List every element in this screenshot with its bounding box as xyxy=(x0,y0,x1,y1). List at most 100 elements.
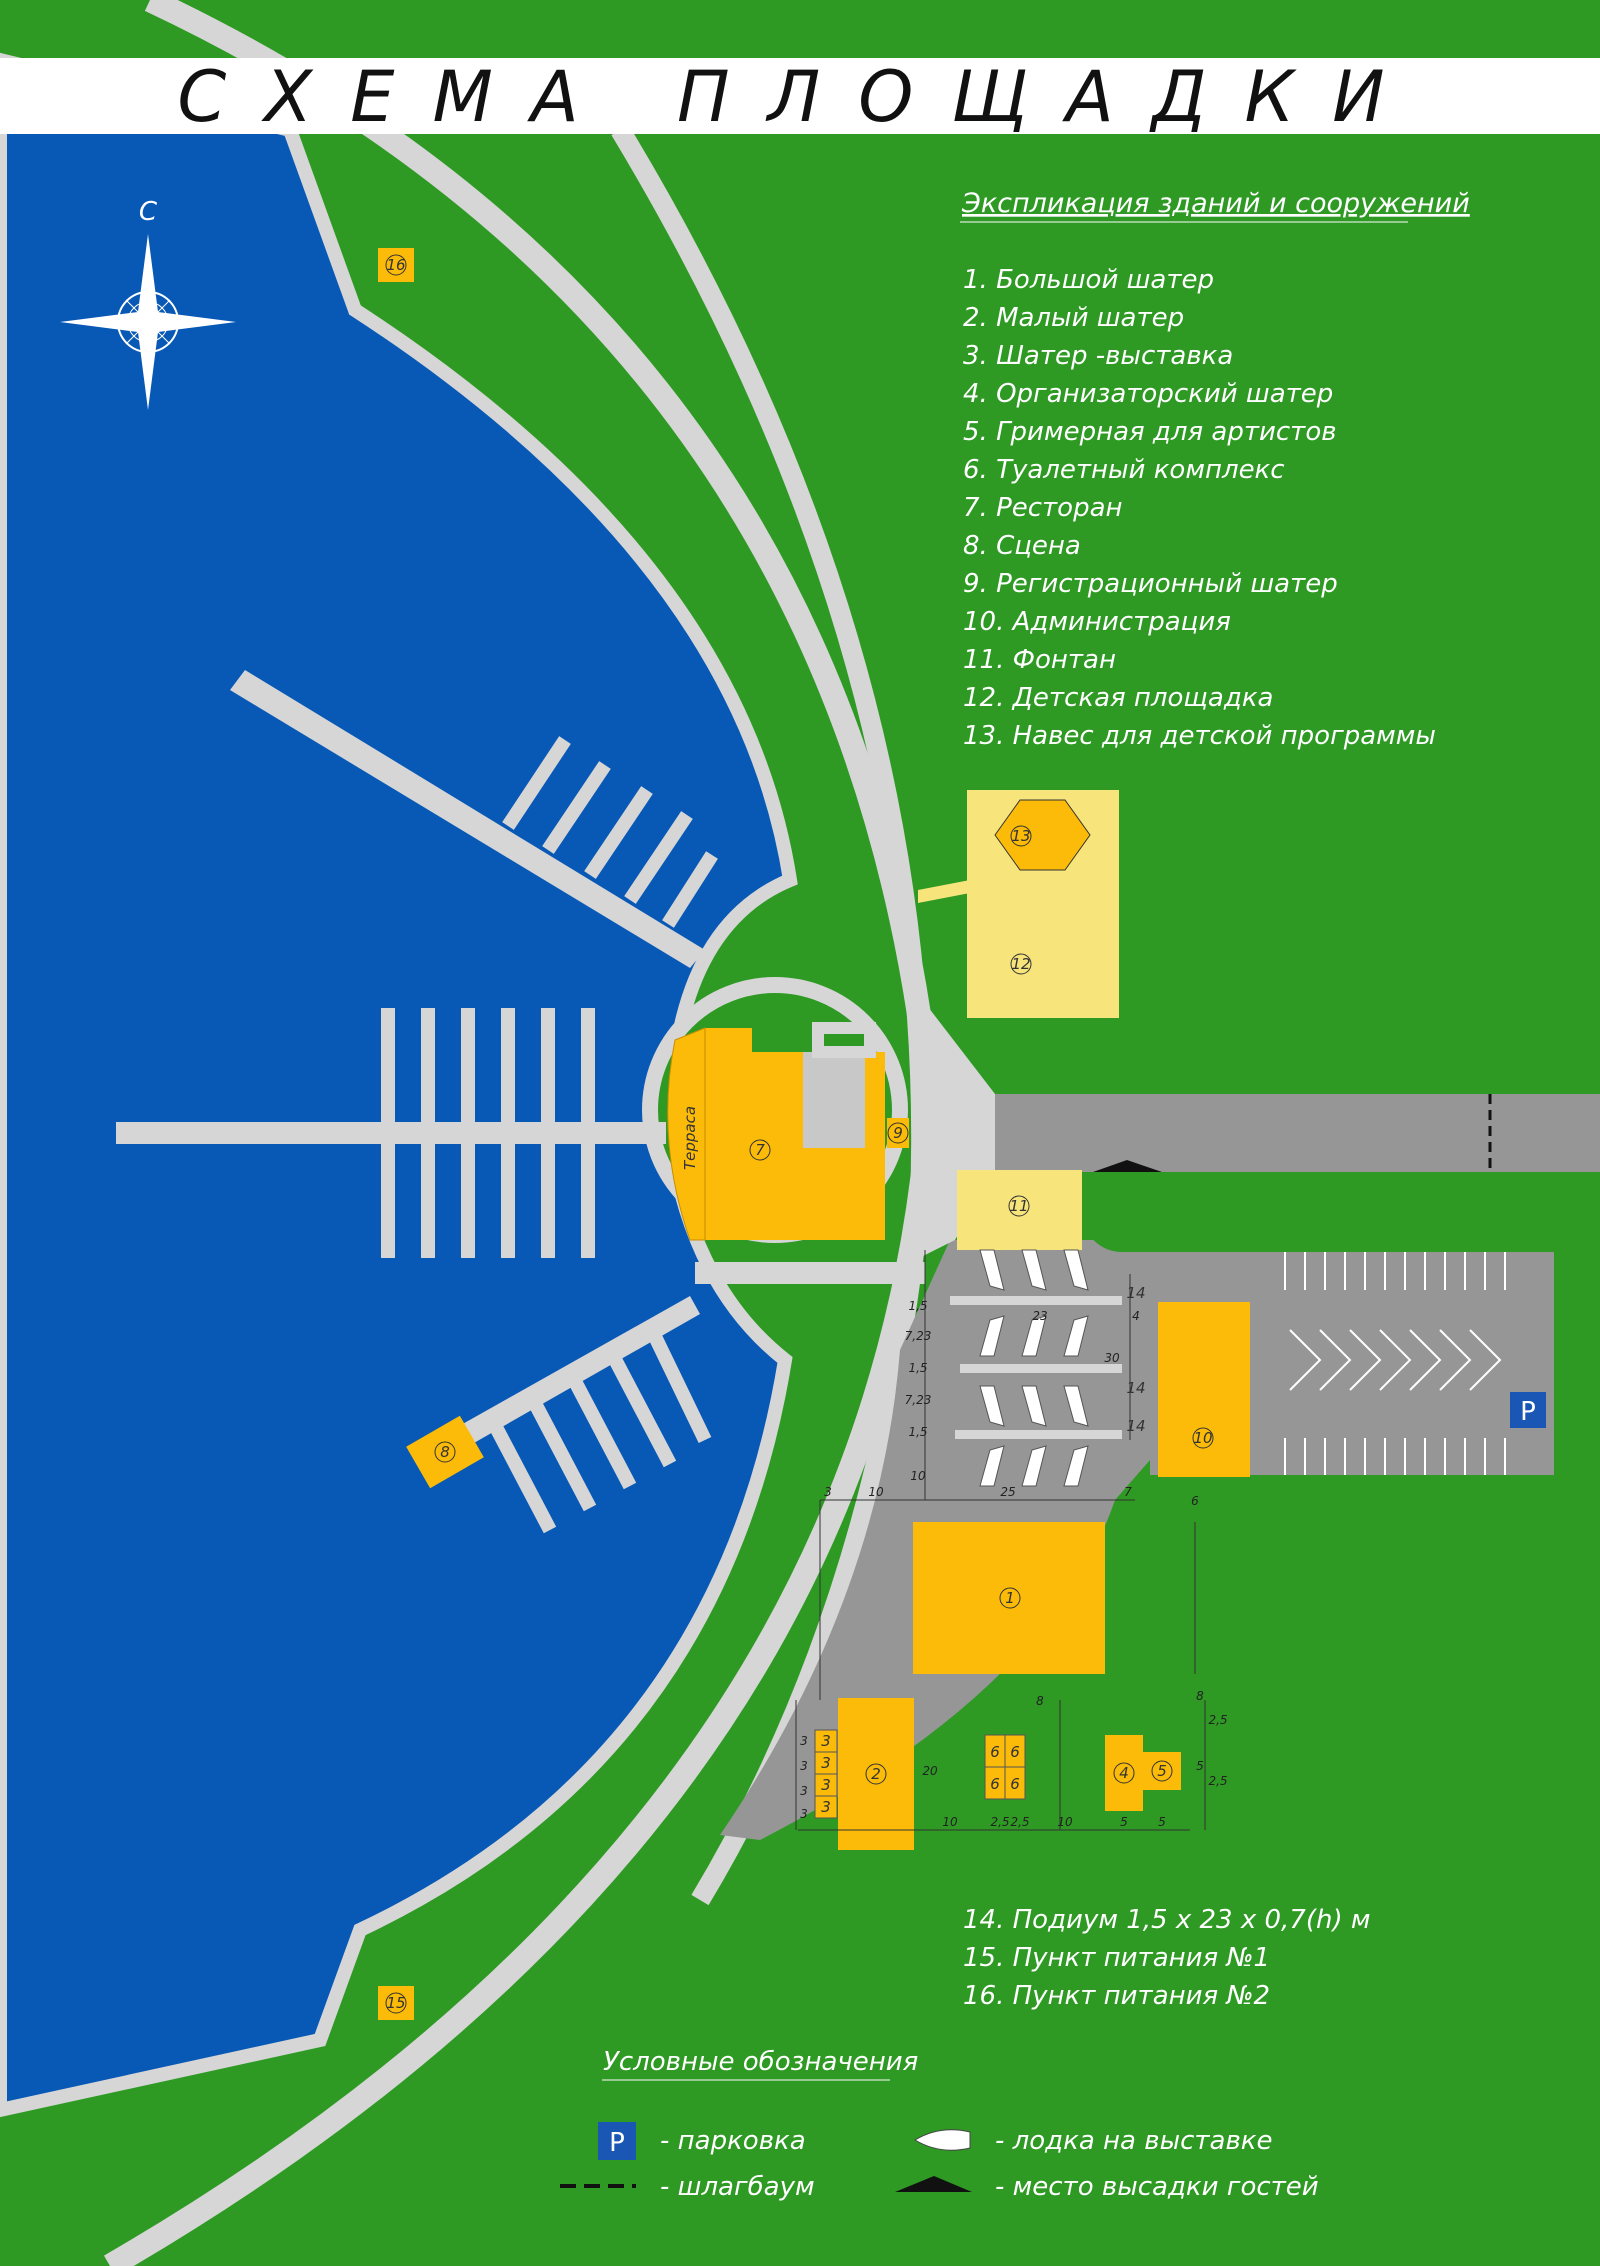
toilet-complex xyxy=(984,1734,1026,1800)
registration-tent xyxy=(887,1118,909,1148)
marker-number: 14 xyxy=(1126,1417,1145,1435)
dimension-label: 1,5 xyxy=(908,1425,927,1439)
dimension-label: 2,5 xyxy=(990,1815,1009,1829)
dimension-label: 10 xyxy=(868,1485,884,1499)
boat-icon xyxy=(1021,1385,1047,1427)
access-road-asphalt xyxy=(990,1094,1600,1172)
compass-north-label: С xyxy=(139,197,158,227)
main-arc-road xyxy=(611,124,932,1906)
explication-item: 6. Туалетный комплекс xyxy=(963,455,1285,485)
explication-item: 7. Ресторан xyxy=(963,493,1123,523)
marker-circle xyxy=(887,1122,909,1144)
dimension-label: 8 xyxy=(1196,1689,1204,1703)
stage xyxy=(406,1415,484,1489)
marker-number: 12 xyxy=(1011,955,1030,973)
explication-extra-item: 16. Пункт питания №2 xyxy=(963,1981,1270,2011)
parking-chevrons xyxy=(1289,1329,1502,1391)
dimension-label: 8 xyxy=(1036,1694,1044,1708)
exhibition-tents xyxy=(814,1729,838,1819)
explication-item: 1. Большой шатер xyxy=(963,265,1214,295)
title-bar xyxy=(0,58,1600,134)
dimension-label: 25 xyxy=(1000,1485,1015,1499)
marker-circle xyxy=(1192,1427,1214,1449)
explication-item: 12. Детская площадка xyxy=(963,683,1273,713)
marker-circle xyxy=(385,1992,407,2014)
kids-path xyxy=(918,880,970,903)
dimension-label: 3 xyxy=(800,1784,808,1798)
fountain-area xyxy=(957,1170,1082,1250)
dimension-label: 2,5 xyxy=(1208,1713,1227,1727)
marker-number: 7 xyxy=(755,1141,765,1159)
marker-number: 3 xyxy=(821,1798,831,1816)
dimension-label: 5 xyxy=(1120,1815,1128,1829)
explication-extra-item: 14. Подиум 1,5 x 23 x 0,7(h) м xyxy=(963,1905,1370,1935)
dimension-label: 5 xyxy=(1158,1815,1166,1829)
dimension-label: 4 xyxy=(1132,1309,1140,1323)
boat-icon xyxy=(979,1249,1005,1291)
marker-number: 16 xyxy=(386,256,405,274)
boat-icon xyxy=(979,1445,1005,1487)
boat-icon xyxy=(1063,1385,1089,1427)
marker-number: 14 xyxy=(1126,1284,1145,1302)
marker-circle xyxy=(749,1139,771,1161)
organizer-tent xyxy=(1105,1735,1143,1811)
access-road-median xyxy=(1082,1172,1522,1252)
marker-number: 4 xyxy=(1119,1764,1129,1782)
legend-drop-off-icon xyxy=(895,2176,972,2192)
explication-item: 9. Регистрационный шатер xyxy=(963,569,1338,599)
marker-circle xyxy=(385,254,407,276)
dimension-label: 20 xyxy=(922,1764,938,1778)
explication-item: 4. Организаторский шатер xyxy=(963,379,1333,409)
dimension-label: 10 xyxy=(1057,1815,1073,1829)
legend-parking-letter: P xyxy=(609,2128,625,2158)
explication-item: 2. Малый шатер xyxy=(963,303,1184,333)
boat-icon xyxy=(979,1315,1005,1357)
explication-extra-item: 15. Пункт питания №1 xyxy=(963,1943,1270,1973)
food-point-2 xyxy=(378,248,414,282)
parking-sign-icon xyxy=(1510,1392,1546,1428)
explication-item: 13. Навес для детской программы xyxy=(963,721,1436,751)
food-point-1 xyxy=(378,1986,414,2020)
podiums xyxy=(950,1296,1122,1439)
explication-extra-list: 14. Подиум 1,5 x 23 x 0,7(h) м 15. Пункт … xyxy=(963,1905,1370,2011)
marker-circle xyxy=(434,1441,456,1463)
dimension-label: 7,23 xyxy=(905,1393,932,1407)
marker-circle xyxy=(1113,1762,1135,1784)
marker-number: 11 xyxy=(1009,1197,1028,1215)
boat-icon xyxy=(1063,1315,1089,1357)
dimension-label: 30 xyxy=(1104,1351,1120,1365)
dimension-label: 23 xyxy=(1032,1309,1047,1323)
explication-item: 10. Администрация xyxy=(963,607,1231,637)
marker-number: 6 xyxy=(1010,1775,1020,1793)
page-title: СХЕМА ПЛОЩАДКИ xyxy=(177,56,1422,138)
marker-number: 5 xyxy=(1157,1762,1167,1780)
dimension-label: 7,23 xyxy=(905,1329,932,1343)
legend-boat-label: - лодка на выставке xyxy=(995,2126,1273,2156)
south-pier-fingers xyxy=(481,1318,712,1534)
dimension-label: 2,5 xyxy=(1208,1774,1227,1788)
legend-heading: Условные обозначения xyxy=(603,2047,918,2077)
big-tent xyxy=(913,1522,1105,1674)
marker-number: 2 xyxy=(871,1765,881,1783)
legend-barrier-label: - шлагбаум xyxy=(660,2172,815,2202)
marker-number: 3 xyxy=(821,1754,831,1772)
explication-item: 5. Гримерная для артистов xyxy=(963,417,1337,447)
terrace-label: Терраса xyxy=(681,1106,699,1170)
dimension-label: 10 xyxy=(910,1469,926,1483)
marker-number: 15 xyxy=(386,1994,405,2012)
exhibition-boats xyxy=(979,1249,1089,1487)
marker-number: 8 xyxy=(440,1443,450,1461)
boat-icon xyxy=(1063,1445,1089,1487)
marker-circle xyxy=(1151,1760,1173,1782)
boat-icon xyxy=(1021,1315,1047,1357)
west-pier-fingers xyxy=(381,1008,595,1258)
pier-north xyxy=(230,670,705,968)
boat-icon xyxy=(979,1385,1005,1427)
dimension-label: 10 xyxy=(942,1815,958,1829)
dimension-label: 3 xyxy=(824,1485,832,1499)
marker-number: 14 xyxy=(1126,1379,1145,1397)
marker-circle xyxy=(999,1587,1021,1609)
kids-canopy-hexagon xyxy=(994,799,1091,871)
